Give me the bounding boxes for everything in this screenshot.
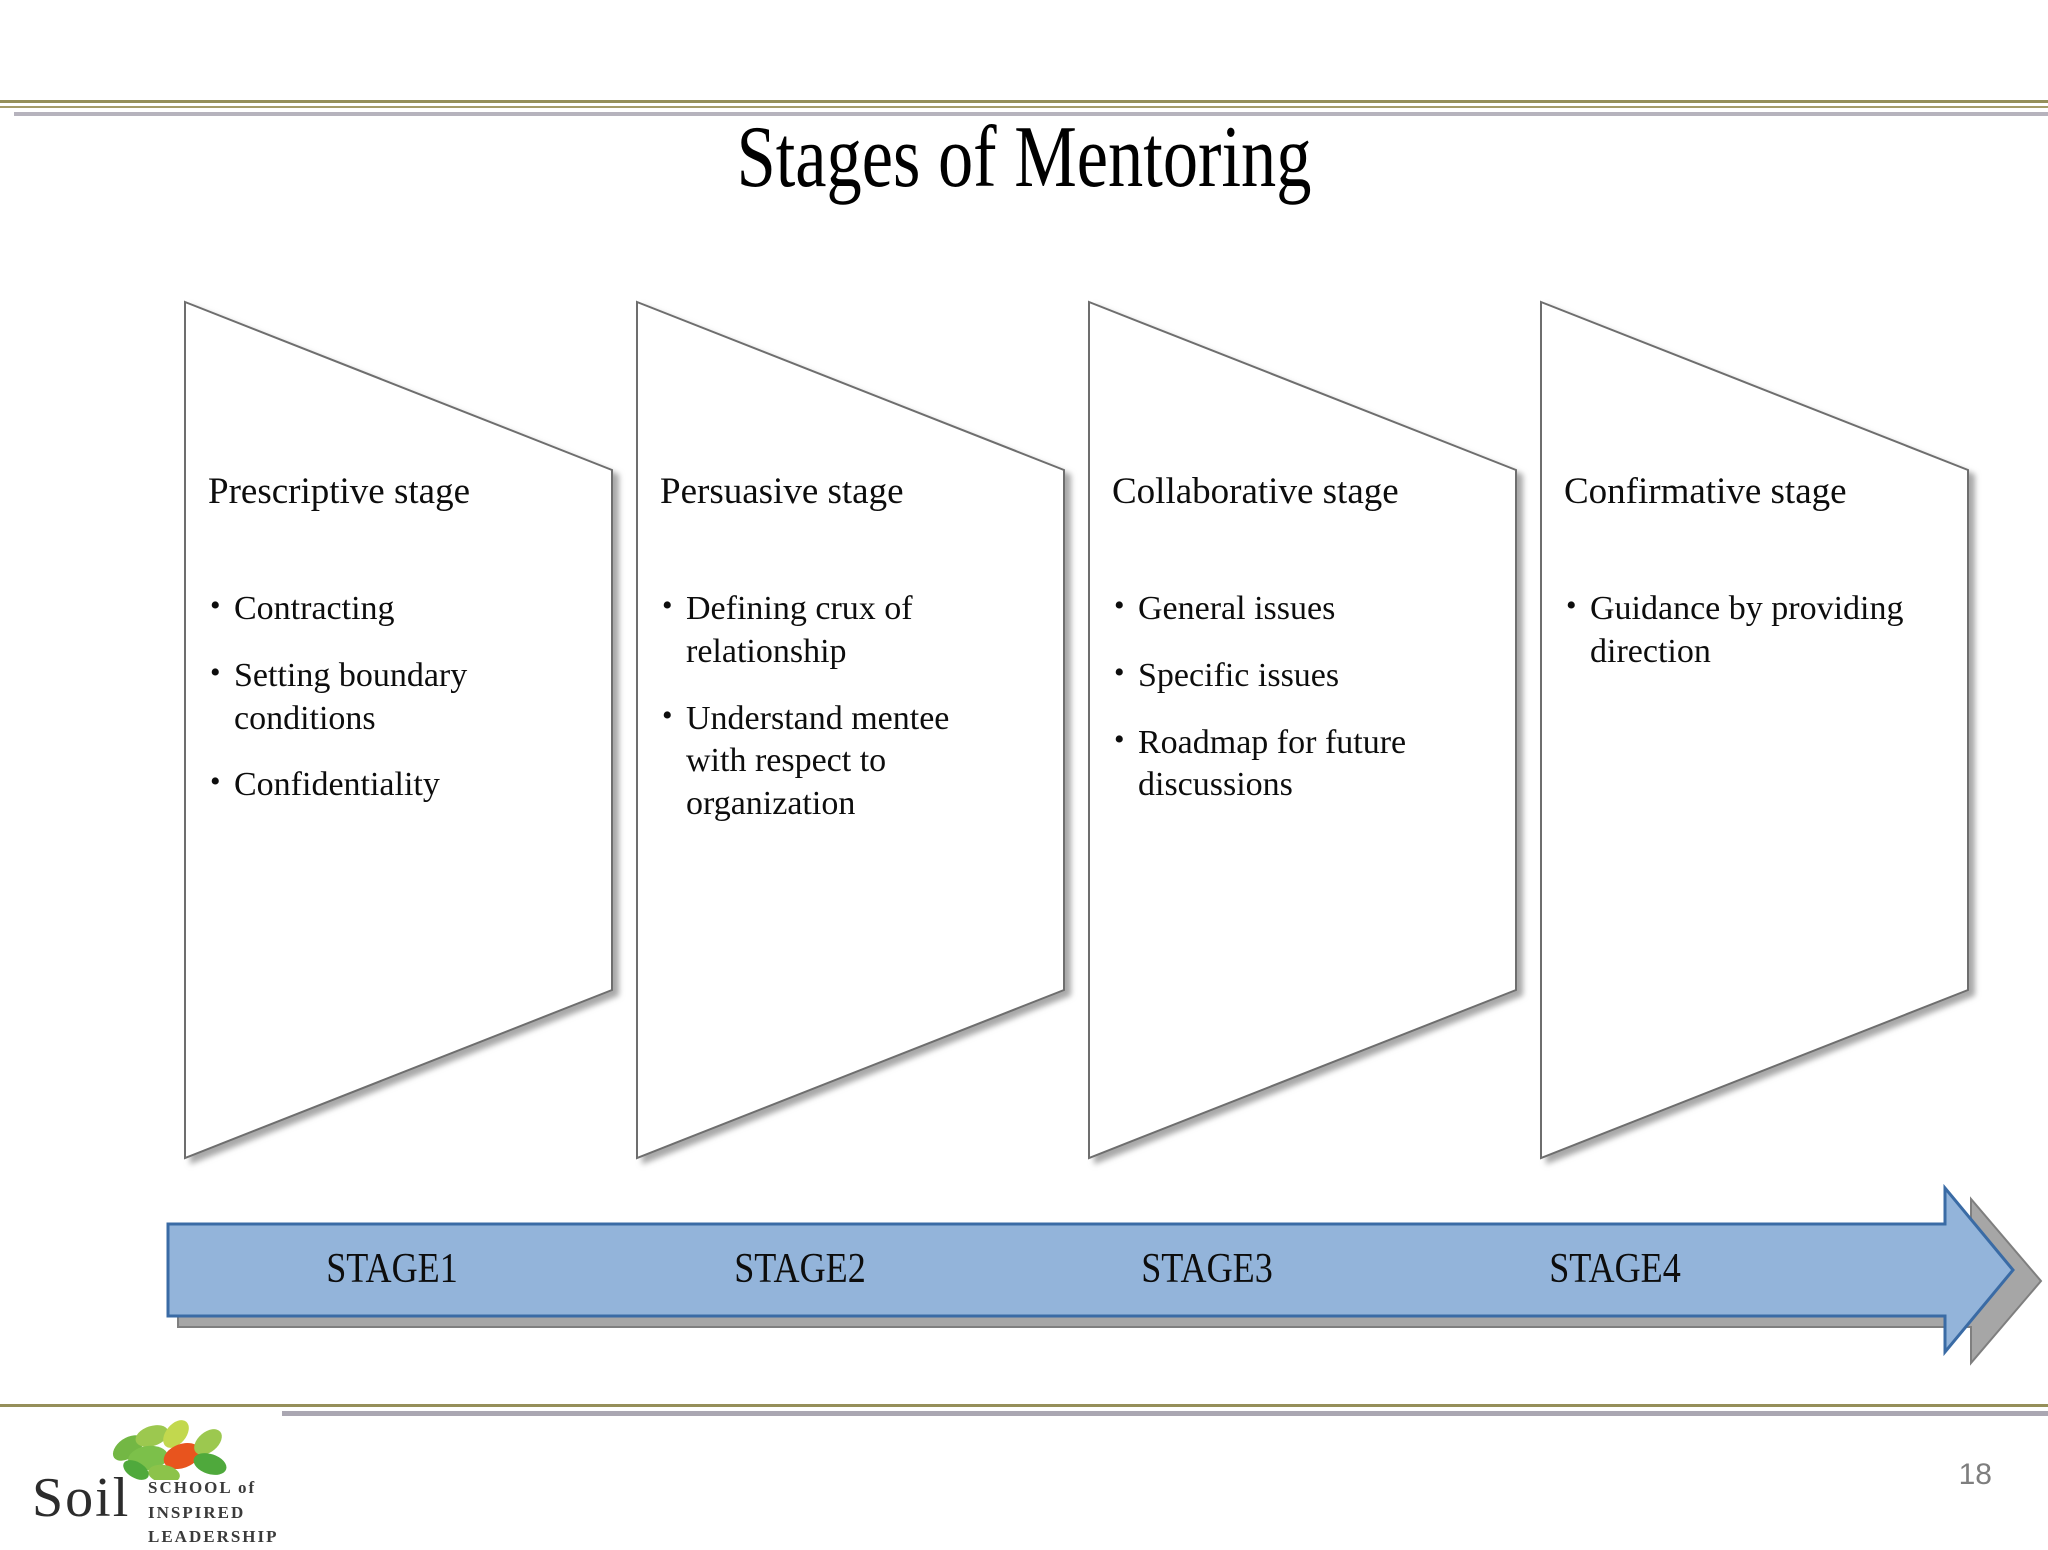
page-title: Stages of Mentoring — [736, 109, 1312, 206]
bullet-text: Roadmap for future discussions — [1138, 723, 1407, 804]
logo-wordmark: Soil — [32, 1467, 131, 1529]
bullet-glyph-icon: • — [1566, 589, 1577, 622]
bullet-glyph-icon: • — [1114, 722, 1125, 756]
list-item: • General issues — [1112, 588, 1462, 631]
bullet-text: Defining crux of relationship — [686, 590, 913, 670]
logo-tagline: SCHOOL of INSPIRED LEADERSHIP — [148, 1476, 279, 1550]
stage-heading-4: Confirmative stage — [1564, 471, 1847, 512]
bullet-glyph-icon: • — [662, 589, 673, 622]
bullet-glyph-icon: • — [1114, 589, 1125, 622]
stage-heading-2: Persuasive stage — [660, 471, 904, 512]
stage-shape-4 — [1540, 300, 1969, 1160]
list-item: • Confidentiality — [208, 764, 538, 807]
bottom-gold-rule — [0, 1404, 2048, 1407]
list-item: • Contracting — [208, 588, 538, 631]
list-item: • Specific issues — [1112, 655, 1462, 698]
bullet-glyph-icon: • — [210, 655, 221, 689]
list-item: • Setting boundary conditions — [208, 655, 538, 741]
stage-bullets-2: • Defining crux of relationship • Understa… — [660, 588, 1010, 850]
arrow-label-stage1: STAGE1 — [326, 1246, 458, 1292]
stage-heading-3: Collaborative stage — [1112, 471, 1399, 512]
logo-tagline-line3: LEADERSHIP — [148, 1527, 279, 1547]
bullet-glyph-icon: • — [662, 698, 673, 732]
stage-bullets-4: • Guidance by providing direction — [1564, 588, 1909, 698]
top-gray-rule — [14, 112, 2048, 116]
stage-shape-2 — [636, 300, 1065, 1160]
bullet-text: General issues — [1138, 590, 1336, 627]
top-gold-rule-secondary — [0, 106, 2048, 108]
top-gold-rule — [0, 100, 2048, 103]
bullet-text: Guidance by providing direction — [1590, 590, 1904, 670]
bottom-gray-rule — [282, 1411, 2048, 1416]
bullet-text: Understand mentee with respect to organi… — [686, 699, 950, 823]
bullet-glyph-icon: • — [210, 589, 221, 622]
soil-logo: Soil SCHOOL of INSPIRED LEADERSHIP — [30, 1420, 290, 1546]
stage-heading-1: Prescriptive stage — [208, 471, 470, 512]
list-item: • Guidance by providing direction — [1564, 588, 1909, 674]
stage-shape-3 — [1088, 300, 1517, 1160]
list-item: • Understand mentee with respect to organ… — [660, 698, 1010, 826]
logo-tagline-line1: SCHOOL of — [148, 1478, 257, 1497]
bullet-text: Contracting — [234, 590, 395, 627]
leaf-cluster-icon — [112, 1420, 227, 1480]
list-item: • Roadmap for future discussions — [1112, 722, 1462, 808]
bullet-text: Confidentiality — [234, 766, 440, 804]
stage-shape-1 — [184, 300, 613, 1160]
arrow-label-stage4: STAGE4 — [1549, 1246, 1681, 1292]
bullet-text: Specific issues — [1138, 656, 1340, 694]
arrow-label-stage3: STAGE3 — [1141, 1246, 1273, 1292]
stage-bullets-1: • Contracting • Setting boundary condition… — [208, 588, 538, 831]
logo-tagline-line2: INSPIRED — [148, 1502, 246, 1522]
bullet-glyph-icon: • — [210, 765, 221, 799]
stage-bullets-3: • General issues • Specific issues • Roadma… — [1112, 588, 1462, 831]
bullet-text: Setting boundary conditions — [234, 656, 468, 737]
list-item: • Defining crux of relationship — [660, 588, 1010, 674]
page-number: 18 — [1958, 1458, 1992, 1491]
arrow-label-stage2: STAGE2 — [734, 1246, 866, 1292]
bullet-glyph-icon: • — [1114, 655, 1125, 689]
